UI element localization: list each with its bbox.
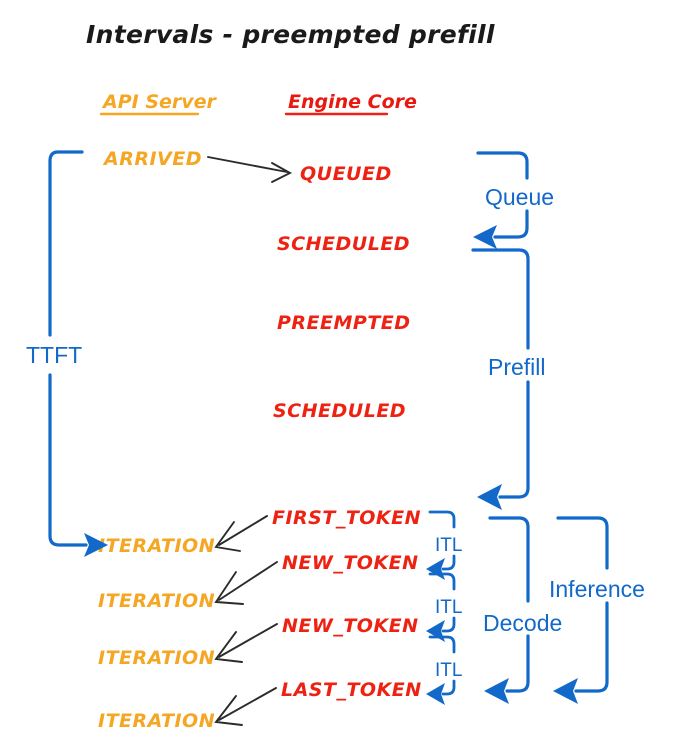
interval-label-prefill: Prefill [488, 354, 546, 380]
event-last-token: LAST_TOKEN [281, 679, 422, 701]
column-header-engine-core: Engine Core [288, 91, 417, 113]
interval-bracket-prefill [471, 248, 530, 510]
interval-label-itl-1: ITL [435, 535, 462, 556]
column-header-api-server: API Server [101, 91, 218, 113]
ttft-arrowhead [84, 533, 108, 557]
interval-bracket-queue [473, 151, 529, 249]
arrow-first-token-to-iteration [214, 515, 268, 552]
interval-label-ttft: TTFT [26, 342, 82, 368]
event-iteration-1: ITERATION [98, 535, 215, 557]
event-arrived: ARRIVED [102, 148, 202, 170]
arrow-new-token-2-to-iteration [214, 623, 278, 663]
interval-bracket-inference [553, 516, 609, 704]
event-first-token: FIRST_TOKEN [272, 507, 421, 529]
event-queued: QUEUED [300, 163, 392, 185]
event-new-token-2: NEW_TOKEN [282, 615, 419, 637]
interval-bracket-itl-3 [426, 635, 456, 705]
interval-bracket-ttft [48, 150, 108, 557]
event-iteration-3: ITERATION [98, 647, 215, 669]
event-iteration-4: ITERATION [98, 710, 215, 732]
prefill-arrowhead [477, 484, 502, 510]
queue-arrowhead [473, 225, 497, 249]
interval-label-inference: Inference [549, 576, 645, 602]
interval-label-itl-3: ITL [435, 660, 462, 681]
arrow-arrived-to-queued [207, 156, 293, 183]
decode-arrowhead [484, 678, 509, 704]
inference-arrowhead [553, 678, 578, 704]
interval-label-queue: Queue [485, 184, 554, 210]
interval-label-itl-2: ITL [435, 597, 462, 618]
event-preempted: PREEMPTED [277, 312, 411, 334]
event-iteration-2: ITERATION [98, 590, 215, 612]
page-title: Intervals - preempted prefill [86, 20, 495, 49]
arrow-new-token-1-to-iteration [214, 561, 278, 605]
itl-3-arrowhead [426, 683, 445, 705]
event-new-token-1: NEW_TOKEN [282, 552, 419, 574]
event-scheduled-1: SCHEDULED [277, 233, 410, 255]
interval-label-decode: Decode [483, 610, 562, 636]
interval-bracket-decode [484, 516, 530, 704]
event-scheduled-2: SCHEDULED [273, 400, 406, 422]
arrow-last-token-to-iteration [214, 687, 277, 726]
